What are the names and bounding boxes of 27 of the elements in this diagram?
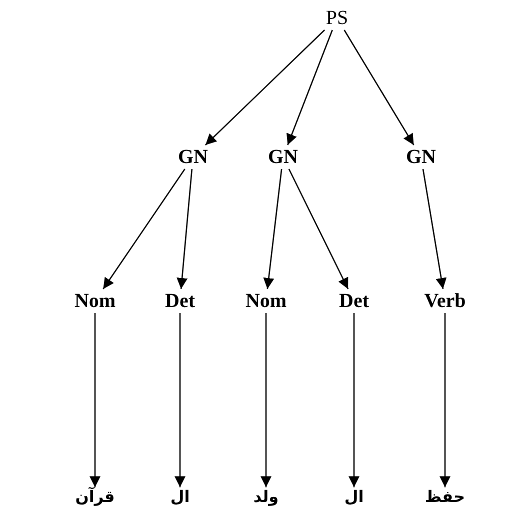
arrow	[288, 168, 349, 290]
arrow	[440, 313, 450, 488]
tree-label: GN	[176, 145, 210, 169]
arrow	[263, 168, 282, 290]
arrow	[204, 30, 326, 146]
tree-label: Det	[163, 289, 197, 313]
arrow	[348, 313, 360, 488]
tree-label: PS	[324, 6, 350, 30]
tree-label: ولد	[251, 487, 281, 507]
arrow	[90, 313, 100, 488]
arrow	[344, 30, 414, 146]
tree-label: GN	[404, 145, 438, 169]
arrow	[174, 313, 186, 488]
arrow	[286, 30, 333, 146]
arrow	[260, 313, 272, 488]
tree-label: قرآن	[73, 487, 117, 507]
arrow	[102, 168, 186, 290]
tree-label: Nom	[72, 289, 118, 313]
tree-label: ال	[342, 487, 366, 507]
arrow	[422, 168, 447, 290]
tree-label: Verb	[422, 289, 468, 313]
tree-label: Nom	[243, 289, 289, 313]
tree-label: GN	[266, 145, 300, 169]
tree-label: حفظ	[422, 487, 468, 507]
tree-label: Det	[337, 289, 371, 313]
tree-label: ال	[168, 487, 192, 507]
arrow	[176, 168, 193, 290]
